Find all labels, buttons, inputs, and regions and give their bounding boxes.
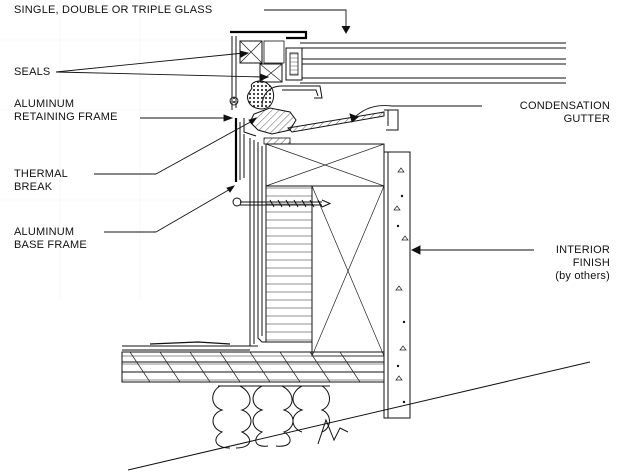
label-retaining-frame-line1: ALUMINUM — [14, 98, 75, 110]
leader-lines — [55, 9, 534, 255]
rigid-insulation-layer — [265, 185, 313, 343]
background-grid — [0, 0, 240, 300]
label-interior-line2: FINISH — [572, 257, 610, 269]
label-interior-finish: INTERIOR FINISH (by others) — [555, 244, 610, 283]
label-thermal-break-line1: THERMAL — [14, 168, 68, 180]
roof-deck-wood — [121, 351, 385, 383]
wood-curb — [311, 185, 385, 357]
label-condensation-line2: GUTTER — [563, 113, 610, 125]
label-interior-line1: INTERIOR — [555, 244, 610, 256]
label-glass: SINGLE, DOUBLE OR TRIPLE GLASS — [14, 4, 213, 16]
label-base-frame-line1: ALUMINUM — [14, 226, 75, 238]
roof-slope-line — [127, 361, 591, 471]
label-condensation-gutter: CONDENSATION GUTTER — [520, 100, 610, 126]
batt-insulation — [212, 385, 330, 449]
interior-finish-panel — [383, 151, 411, 419]
label-thermal-break: THERMAL BREAK — [14, 168, 68, 194]
spacer-bar — [285, 47, 303, 81]
label-base-frame-line2: BASE FRAME — [14, 239, 87, 251]
label-seals: SEALS — [14, 66, 51, 78]
label-retaining-frame-line2: RETAINING FRAME — [14, 111, 118, 123]
roof-flashing — [122, 341, 258, 351]
label-condensation-line1: CONDENSATION — [519, 100, 610, 112]
break-line-symbol — [317, 418, 349, 445]
glass-seal-compound — [229, 80, 275, 110]
glass-panes — [300, 42, 566, 84]
label-retaining-frame: ALUMINUM RETAINING FRAME — [14, 98, 118, 124]
label-base-frame: ALUMINUM BASE FRAME — [14, 226, 87, 252]
fastener-screw — [240, 199, 332, 208]
wood-blocking-top — [265, 143, 385, 187]
label-thermal-break-line2: BREAK — [14, 181, 53, 193]
condensation-gutter — [286, 109, 399, 133]
label-interior-line3: (by others) — [555, 270, 610, 282]
